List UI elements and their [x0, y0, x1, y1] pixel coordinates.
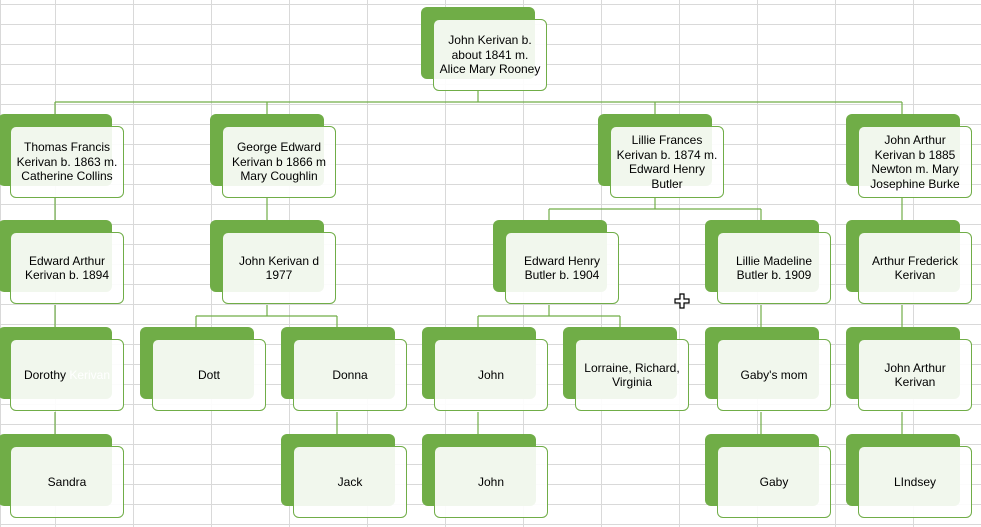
- node-john-arthur[interactable]: John Arthur Kerivan b 1885 Newton m. Mar…: [846, 114, 972, 198]
- node-label: Dorothy Kerivan: [10, 339, 124, 411]
- node-label: Arthur Frederick Kerivan: [858, 232, 972, 304]
- node-label: John Kerivan d 1977: [222, 232, 336, 304]
- node-donna[interactable]: Donna: [281, 327, 407, 411]
- node-dott[interactable]: Dott: [140, 327, 266, 411]
- node-label: Gaby's mom: [717, 339, 831, 411]
- node-label: Thomas Francis Kerivan b. 1863 m. Cather…: [10, 126, 124, 198]
- node-label: LIndsey: [858, 446, 972, 518]
- node-john-kerivan-d[interactable]: John Kerivan d 1977: [210, 220, 336, 304]
- node-gabys-mom[interactable]: Gaby's mom: [705, 327, 831, 411]
- node-lindsey[interactable]: LIndsey: [846, 434, 972, 518]
- node-thomas-francis[interactable]: Thomas Francis Kerivan b. 1863 m. Cather…: [0, 114, 124, 198]
- node-sandra[interactable]: Sandra: [0, 434, 124, 518]
- node-john-a[interactable]: John: [422, 327, 548, 411]
- node-label: Lorraine, Richard, Virginia: [575, 339, 689, 411]
- node-john-arthur-kerivan[interactable]: John Arthur Kerivan: [846, 327, 972, 411]
- node-label: Lillie Frances Kerivan b. 1874 m. Edward…: [610, 126, 724, 198]
- node-edward-arthur[interactable]: Edward Arthur Kerivan b. 1894: [0, 220, 124, 304]
- node-gaby[interactable]: Gaby: [705, 434, 831, 518]
- node-label: Edward Henry Butler b. 1904: [505, 232, 619, 304]
- node-lillie-frances[interactable]: Lillie Frances Kerivan b. 1874 m. Edward…: [598, 114, 724, 198]
- node-label: John Kerivan b. about 1841 m. Alice Mary…: [433, 19, 547, 91]
- node-label: Jack: [293, 446, 407, 518]
- node-label: George Edward Kerivan b 1866 m Mary Coug…: [222, 126, 336, 198]
- node-label: Lillie Madeline Butler b. 1909: [717, 232, 831, 304]
- node-label: John: [434, 446, 548, 518]
- node-lillie-madeline[interactable]: Lillie Madeline Butler b. 1909: [705, 220, 831, 304]
- node-label: Gaby: [717, 446, 831, 518]
- node-john-b[interactable]: John: [422, 434, 548, 518]
- node-label: John Arthur Kerivan b 1885 Newton m. Mar…: [858, 126, 972, 198]
- node-root[interactable]: John Kerivan b. about 1841 m. Alice Mary…: [421, 7, 547, 91]
- node-label: Edward Arthur Kerivan b. 1894: [10, 232, 124, 304]
- node-george-edward[interactable]: George Edward Kerivan b 1866 m Mary Coug…: [210, 114, 336, 198]
- node-label: Donna: [293, 339, 407, 411]
- node-dorothy[interactable]: Dorothy Kerivan: [0, 327, 124, 411]
- node-label: Sandra: [10, 446, 124, 518]
- node-label: John Arthur Kerivan: [858, 339, 972, 411]
- node-label: Dott: [152, 339, 266, 411]
- node-lorraine-richard-virginia[interactable]: Lorraine, Richard, Virginia: [563, 327, 689, 411]
- dorothy-name: Dorothy: [23, 367, 66, 382]
- node-label: John: [434, 339, 548, 411]
- dorothy-surname: Kerivan: [69, 367, 111, 382]
- move-cursor-icon: [674, 293, 690, 309]
- node-arthur-frederick[interactable]: Arthur Frederick Kerivan: [846, 220, 972, 304]
- node-jack[interactable]: Jack: [281, 434, 407, 518]
- node-edward-henry[interactable]: Edward Henry Butler b. 1904: [493, 220, 619, 304]
